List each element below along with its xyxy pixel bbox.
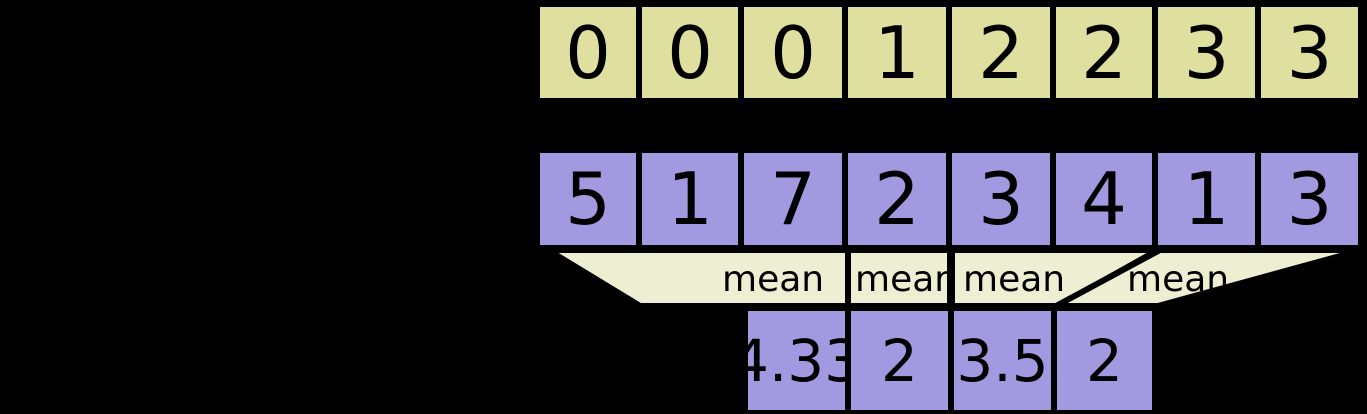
input-value-cell: 5 [537,150,639,248]
mean-funnel [1046,246,1366,310]
segment-id-cell: 3 [1155,4,1258,101]
input-value-cell: 3 [949,150,1053,248]
mean-funnel-label: mean [855,259,958,300]
segment-id-cell: 3 [1258,4,1361,101]
input-value-cell: 2 [845,150,949,248]
input-value-cell: 4 [1053,150,1155,248]
segment-id-cell: 2 [949,4,1053,101]
segment-id-cell: 2 [1053,4,1155,101]
output-mean-cell: 2 [848,308,951,413]
mean-funnel-label: mean [1127,259,1230,300]
output-mean-cell: 2 [1054,308,1155,413]
input-value-cell: 7 [741,150,845,248]
mean-funnel-label: mean [722,259,825,300]
segment-id-cell: 0 [537,4,639,101]
segment-id-cell: 1 [845,4,949,101]
output-mean-cell: 4.33 [745,308,848,413]
mean-funnel-label: mean [963,259,1066,300]
input-value-cell: 1 [1155,150,1258,248]
segment-id-cell: 0 [639,4,741,101]
segment-id-cell: 0 [741,4,845,101]
output-mean-cell: 3.5 [951,308,1054,413]
input-value-cell: 3 [1258,150,1361,248]
input-value-cell: 1 [639,150,741,248]
